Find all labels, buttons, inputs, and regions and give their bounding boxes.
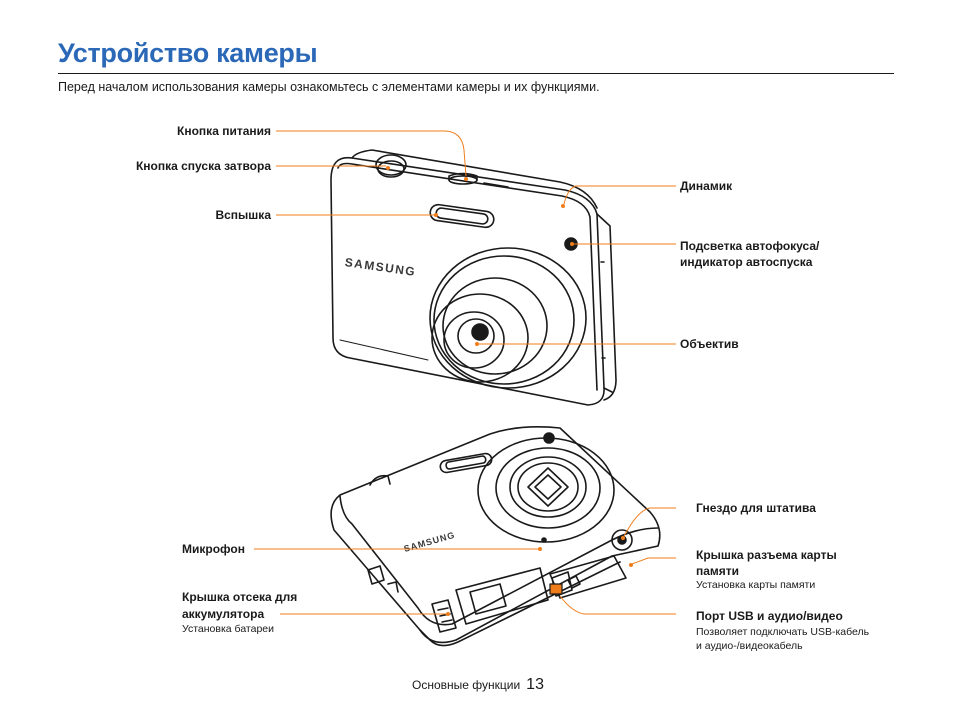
bottom-battery-cover [431, 567, 549, 633]
front-logo: SAMSUNG [344, 255, 417, 279]
bottom-tripod [611, 529, 633, 551]
callout-lines [254, 130, 676, 615]
front-lens [429, 247, 587, 389]
callout-card [631, 557, 676, 565]
label-battery-cover-line1: Крышка отсека для [182, 590, 298, 604]
bottom-microphone [541, 537, 547, 543]
callout-power [276, 130, 467, 177]
bottom-flash [439, 452, 493, 474]
label-flash: Вспышка [215, 208, 271, 222]
label-tripod: Гнездо для штатива [696, 501, 816, 515]
callout-dots [386, 166, 633, 616]
bottom-camera-body [330, 426, 661, 647]
page-footer: Основные функции 13 [412, 676, 544, 694]
intro-text: Перед началом использования камеры ознак… [58, 80, 600, 94]
label-card-cover-line1: Крышка разъема карты [696, 548, 837, 562]
bottom-lens [477, 437, 615, 543]
label-af-lamp-line1: Подсветка автофокуса/ [680, 239, 820, 253]
label-microphone: Микрофон [182, 542, 245, 556]
label-shutter-button: Кнопка спуска затвора [135, 159, 271, 173]
note-usb-line2: и аудио-/видеокабель [696, 640, 803, 652]
note-usb-line1: Позволяет подключать USB-кабель [696, 626, 870, 638]
footer-section: Основные функции [412, 678, 521, 692]
callout-usb [559, 595, 676, 615]
front-flash [429, 203, 495, 229]
label-card-cover-line2: памяти [696, 564, 740, 578]
label-speaker: Динамик [680, 179, 733, 193]
bottom-logo: SAMSUNG [403, 530, 457, 554]
note-card-cover: Установка карты памяти [696, 579, 816, 591]
label-af-lamp-line2: индикатор автоспуска [680, 255, 813, 269]
label-battery-cover-line2: аккумулятора [182, 607, 265, 621]
callout-speaker [563, 185, 676, 205]
label-usb-port: Порт USB и аудио/видео [696, 609, 843, 623]
label-power-button: Кнопка питания [177, 124, 271, 138]
page-number: 13 [526, 676, 544, 693]
callout-tripod [623, 507, 676, 537]
title-divider [58, 73, 894, 74]
label-lens: Объектив [680, 337, 739, 351]
front-camera-body [330, 149, 617, 406]
note-battery-cover: Установка батареи [182, 623, 275, 635]
front-shutter-button [375, 154, 407, 178]
page-title: Устройство камеры [58, 38, 318, 68]
front-power-button [448, 172, 509, 188]
